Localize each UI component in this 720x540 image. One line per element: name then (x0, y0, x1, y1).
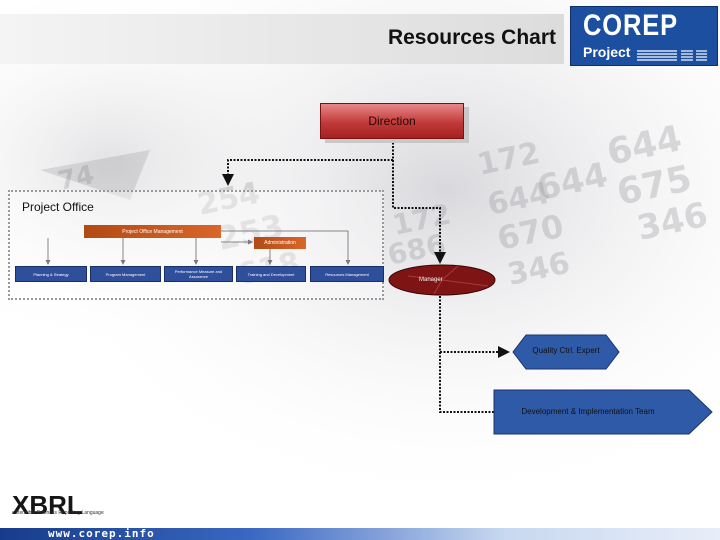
manager-label: Manager (419, 277, 443, 283)
manager-ellipse (388, 264, 496, 296)
page-title: Resources Chart (387, 26, 556, 49)
direction-box: Direction (320, 103, 464, 139)
footer-bar (0, 528, 720, 540)
development-team-shape (493, 389, 713, 435)
logo-sub-text: Project (583, 44, 631, 60)
resources-management-box: Resources Management (310, 266, 384, 282)
quality-expert-label: Quality Ctrl. Expert (532, 346, 600, 355)
quality-expert-shape (512, 334, 620, 370)
corep-logo: COREP Project (570, 6, 718, 66)
title-bar: Resources Chart (0, 14, 564, 64)
training-development-box: Training and Development (236, 266, 306, 282)
footer-url-link[interactable]: www.corep.info (48, 527, 155, 540)
performance-measure-box: Performance Measure and Assurance (164, 266, 233, 282)
xbrl-logo-text: XBRL (12, 490, 83, 520)
logo-main-text: COREP (583, 9, 678, 42)
xbrl-logo: XBRL eXtensible Business Reporting Langu… (10, 490, 120, 530)
program-management-box: Program Management (90, 266, 161, 282)
planning-strategy-box: Planning & Strategy (15, 266, 87, 282)
development-team-label: Development & Implementation Team (521, 407, 655, 416)
administration-box: Administration (254, 237, 306, 249)
logo-lines-icon (637, 50, 707, 61)
xbrl-tagline: eXtensible Business Reporting Language (12, 510, 104, 516)
office-management-box: Project Office Management (84, 225, 221, 238)
project-office-label: Project Office (22, 200, 94, 214)
